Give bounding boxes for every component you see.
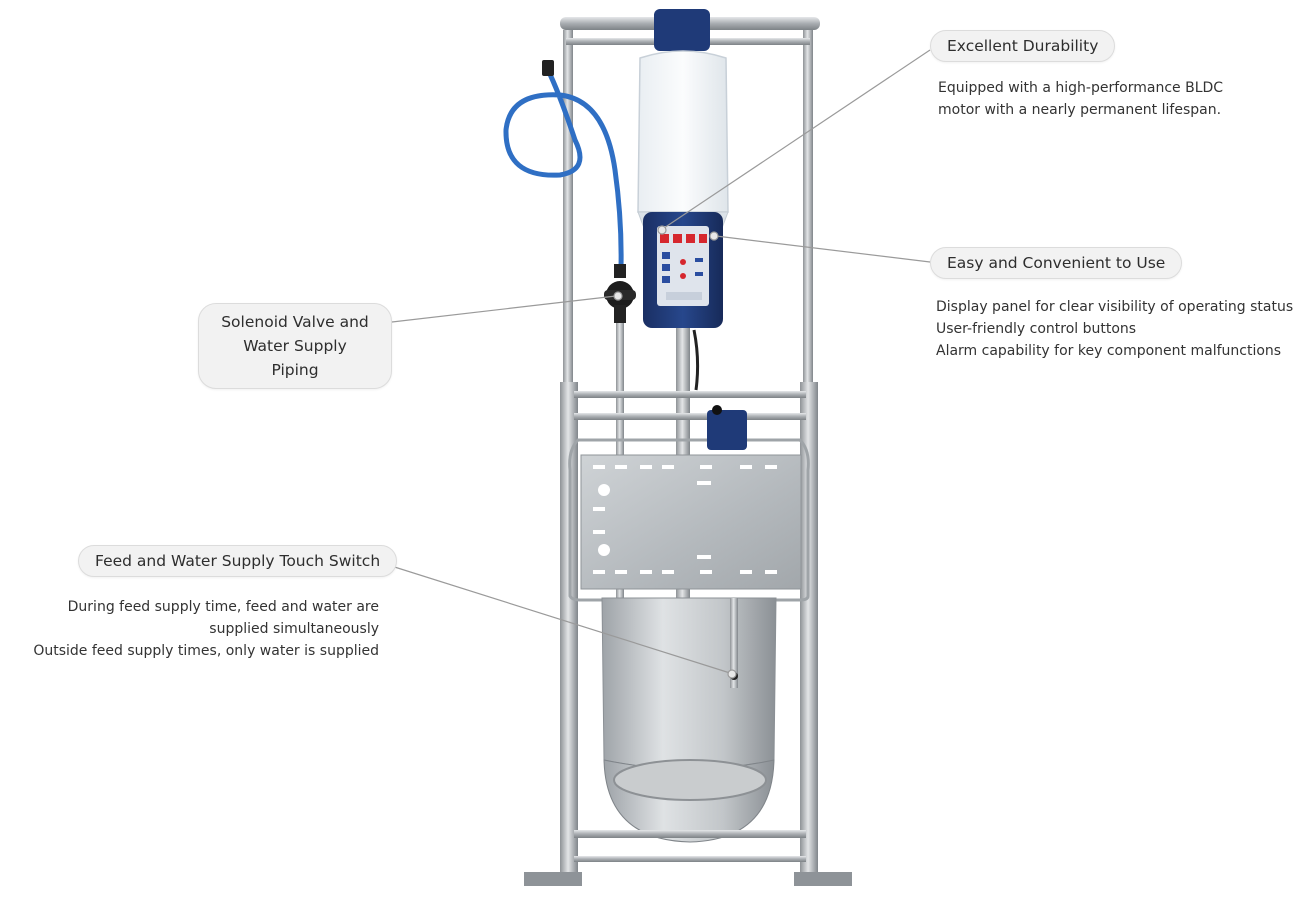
sensor-box [707,410,747,450]
upper-post-left [563,30,573,390]
upper-post-right [803,30,813,390]
easy-use-line: Alarm capability for key component malfu… [936,343,1282,359]
solenoid-title-pill: Solenoid Valve and Water Supply Piping [198,303,392,389]
durability-title-pill: Excellent Durability [930,30,1116,62]
touch-switch-tip [730,672,738,680]
bowl-basin [613,759,767,801]
display-panel [657,226,709,306]
durability-description: Equipped with a high-performance BLDC mo… [938,77,1223,121]
feed-hopper [637,50,729,213]
foot-left [524,872,582,886]
easy-use-title-pill: Easy and Convenient to Use [930,247,1183,279]
easy-use-line: Display panel for clear visibility of op… [936,299,1294,315]
hopper-cap [654,9,710,51]
touch-switch-title: Feed and Water Supply Touch Switch [95,552,381,570]
water-hose [503,67,624,271]
feed-trough [601,597,777,770]
touch-switch-line: supplied simultaneously [209,621,379,637]
easy-use-title: Easy and Convenient to Use [947,254,1166,272]
easy-use-line: User-friendly control buttons [936,321,1137,337]
lower-post-right [800,382,818,880]
touch-switch-description: During feed supply time, feed and water … [33,596,379,662]
touch-switch-line: Outside feed supply times, only water is… [33,643,379,659]
solenoid-title-line: Solenoid Valve and [221,313,369,331]
easy-use-description: Display panel for clear visibility of op… [936,296,1293,362]
mounting-plate [580,454,802,590]
durability-line: Equipped with a high-performance BLDC [938,80,1224,96]
touch-switch-title-pill: Feed and Water Supply Touch Switch [78,545,398,577]
durability-title: Excellent Durability [947,37,1099,55]
foot-right [794,872,852,886]
solenoid-title-line: Water Supply Piping [243,337,347,379]
durability-line: motor with a nearly permanent lifespan. [938,102,1222,118]
touch-switch-line: During feed supply time, feed and water … [67,599,379,615]
